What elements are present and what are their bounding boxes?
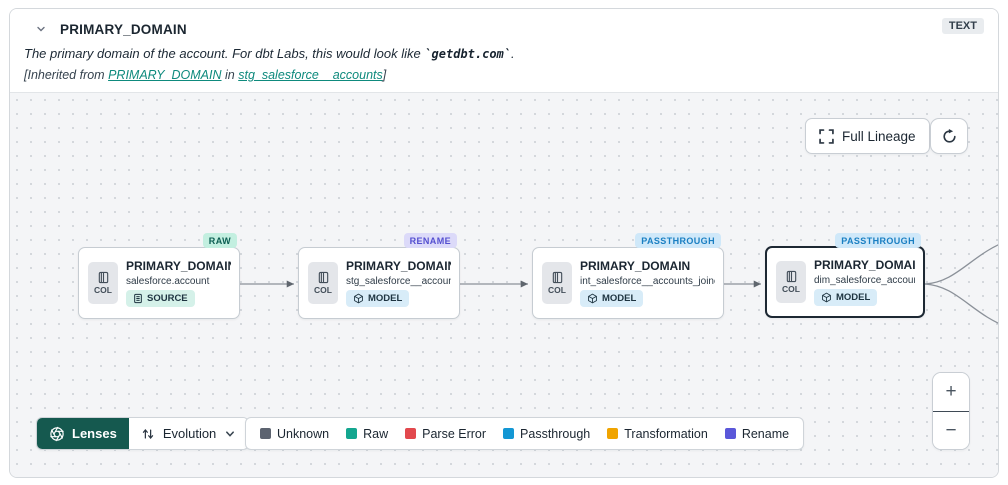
legend-swatch (346, 428, 358, 439)
refresh-icon (941, 128, 958, 145)
column-header: PRIMARY_DOMAIN TEXT The primary domain o… (10, 9, 998, 92)
evolution-tag-passthrough: PASSTHROUGH (635, 233, 721, 248)
legend-swatch (260, 428, 271, 439)
zoom-out-button[interactable]: − (933, 411, 969, 449)
inherited-from-line: [Inherited from PRIMARY_DOMAIN in stg_sa… (24, 68, 984, 82)
col-label: COL (782, 284, 800, 294)
full-lineage-label: Full Lineage (842, 128, 916, 144)
legend-swatch (503, 428, 515, 439)
model-icon (354, 293, 363, 304)
lineage-canvas[interactable]: Full Lineage RAW COL PRIMARY_DOMAIN__C (10, 92, 998, 477)
aperture-icon (50, 426, 64, 441)
column-description: The primary domain of the account. For d… (24, 46, 984, 61)
column-title: PRIMARY_DOMAIN (60, 21, 187, 37)
lineage-node-source[interactable]: RAW COL PRIMARY_DOMAIN__C salesforce.acc… (78, 233, 240, 319)
legend-label: Passthrough (520, 426, 591, 441)
lens-select-dropdown[interactable]: Evolution (128, 418, 249, 449)
column-type-badge: TEXT (941, 18, 984, 34)
zoom-controls: + − (932, 372, 970, 450)
legend-swatch (607, 428, 619, 439)
resource-type-badge: MODEL (814, 289, 878, 306)
inherited-suffix: ] (382, 68, 387, 82)
model-icon (822, 292, 831, 303)
node-column-name: PRIMARY_DOMAIN (346, 259, 451, 273)
legend-label: Unknown (277, 426, 330, 441)
node-model-name: salesforce.account (126, 276, 210, 287)
node-column-name: PRIMARY_DOMAIN (580, 259, 691, 273)
badge-label: MODEL (368, 293, 403, 304)
inherited-prefix: [Inherited from (24, 68, 109, 82)
legend-label: Raw (363, 426, 389, 441)
legend-label: Rename (741, 426, 790, 441)
description-period: . (511, 46, 515, 61)
lineage-edges (240, 244, 998, 324)
node-model-name: stg_salesforce__accounts (346, 276, 451, 287)
node-column-name: PRIMARY_DOMAIN (814, 258, 915, 272)
model-icon (588, 293, 597, 304)
legend-label: Transformation (624, 426, 708, 441)
lenses-control: Lenses Evolution (36, 417, 250, 450)
legend-label: Parse Error (422, 426, 487, 441)
resource-type-badge: SOURCE (126, 290, 195, 307)
node-column-name: PRIMARY_DOMAIN__C (126, 259, 231, 273)
lineage-node-dim-selected[interactable]: PASSTHROUGH COL PRIMARY_DOMAIN dim_sales… (765, 233, 925, 318)
legend-swatch (724, 428, 736, 439)
lenses-button[interactable]: Lenses (37, 418, 129, 449)
evolution-icon (142, 428, 153, 439)
legend-item-rename: Rename (724, 426, 790, 441)
inherited-model-link[interactable]: stg_salesforce__accounts (238, 68, 383, 82)
column-icon: COL (776, 261, 806, 303)
resource-type-badge: MODEL (346, 290, 410, 307)
description-code: `getdbt.com` (424, 47, 512, 61)
badge-label: MODEL (836, 292, 871, 303)
node-model-name: int_salesforce__accounts_joined (580, 276, 715, 287)
lenses-label: Lenses (72, 426, 117, 441)
source-icon (134, 293, 142, 304)
col-label: COL (548, 285, 566, 295)
node-model-name: dim_salesforce_accounts (814, 275, 915, 286)
legend-swatch (405, 428, 417, 439)
lineage-node-intermediate[interactable]: PASSTHROUGH COL PRIMARY_DOMAIN int_sales… (532, 233, 724, 319)
evolution-tag-raw: RAW (202, 233, 237, 248)
full-lineage-button[interactable]: Full Lineage (805, 118, 930, 154)
evolution-tag-rename: RENAME (403, 233, 457, 248)
inherited-column-link[interactable]: PRIMARY_DOMAIN (108, 68, 222, 82)
zoom-in-button[interactable]: + (933, 373, 969, 411)
lens-selected-label: Evolution (162, 426, 217, 441)
resource-type-badge: MODEL (580, 290, 644, 307)
collapse-chevron-icon[interactable] (32, 20, 50, 38)
badge-label: MODEL (602, 293, 637, 304)
refresh-button[interactable] (930, 118, 968, 154)
column-lineage-panel: PRIMARY_DOMAIN TEXT The primary domain o… (9, 8, 999, 478)
column-icon: COL (308, 262, 338, 304)
legend-item-passthrough: Passthrough (503, 427, 590, 441)
badge-label: SOURCE (147, 293, 188, 304)
legend-item-unknown: Unknown (260, 427, 329, 441)
description-text: The primary domain of the account. For d… (24, 46, 425, 61)
lineage-node-staging[interactable]: RENAME COL PRIMARY_DOMAIN stg_salesforce… (298, 233, 460, 319)
col-label: COL (314, 285, 332, 295)
col-label: COL (94, 285, 112, 295)
column-icon: COL (88, 262, 118, 304)
chevron-down-icon (226, 430, 235, 437)
column-icon: COL (542, 262, 572, 304)
legend-item-raw: Raw (346, 427, 388, 441)
evolution-tag-passthrough: PASSTHROUGH (835, 233, 921, 248)
legend-item-parse-error: Parse Error (405, 427, 486, 441)
evolution-legend: Unknown Raw Parse Error Passthrough Tran… (245, 417, 805, 450)
inherited-middle: in (221, 68, 239, 82)
legend-item-transformation: Transformation (607, 427, 708, 441)
expand-icon (819, 128, 834, 144)
